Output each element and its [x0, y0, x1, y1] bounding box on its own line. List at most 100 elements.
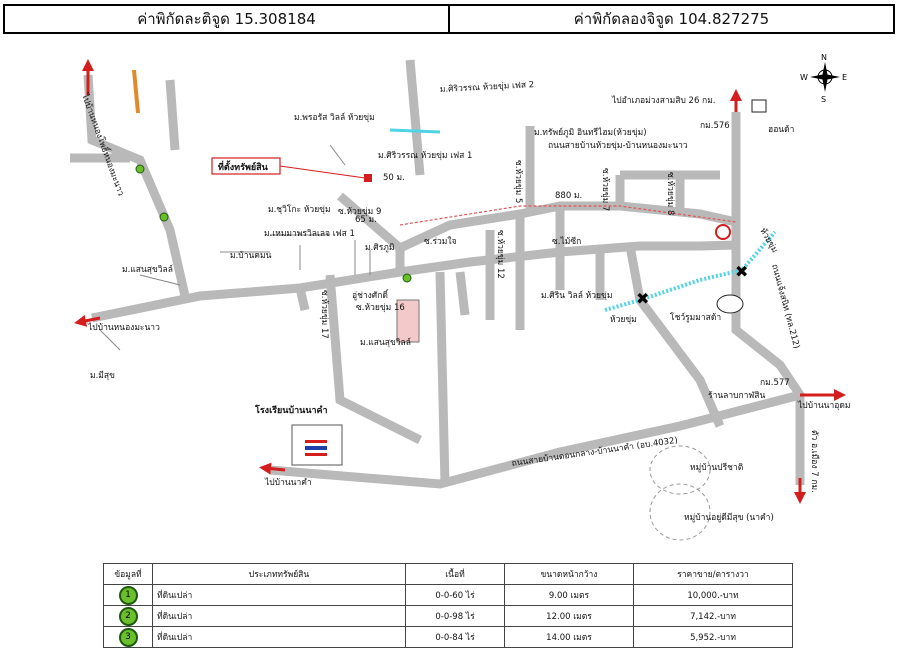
row-type: ที่ดินเปล่า: [152, 626, 406, 648]
soi-label: ซ.ห้วยขุ่ม 9: [338, 206, 381, 217]
orange-road: [132, 69, 140, 114]
road-highway-label: ถนนแจ้งสนิท (ทล.212): [769, 263, 802, 350]
soi-label: ซ.ห้วยขุ่ม 16: [356, 302, 405, 313]
header-no: ข้อมูลที่: [103, 563, 153, 585]
km577-label: กม.577: [760, 378, 790, 388]
distance-line: [399, 205, 737, 226]
village-2-label: หมู่บ้านอยู่ดีมีสุข (นาคำ): [684, 512, 774, 523]
to-city-label: ตัว อ.เมือง 7 กม.: [809, 430, 820, 493]
crossing-west-icon: ✖: [636, 289, 649, 308]
village-1-label: หมู่บ้านปรีชาติ: [690, 462, 743, 473]
area-label: ห้วยขุ่ม: [610, 314, 637, 325]
property-leader: [279, 165, 366, 179]
village-label: ม.แสนสุขวิลล์: [122, 264, 173, 275]
compass-n: N: [821, 53, 827, 62]
village-label: ม.ศิรภูมิ: [365, 243, 394, 253]
header-width: ขนาดหน้ากว้าง: [504, 563, 634, 585]
village-label: ม.ชุวิโกะ ห้วยขุ่ม: [268, 204, 331, 215]
row-number-badge: 1: [118, 585, 138, 605]
canal: [604, 230, 777, 312]
village-label: ม.ศิริน วิลล์ ห้วยขุ่ม: [541, 290, 612, 301]
row-number-badge: 2: [118, 606, 138, 626]
to-sam-sip-label: ไปอำเภอม่วงสามสิบ 26 กม.: [611, 95, 716, 106]
row-area: 0-0-98 ไร่: [405, 605, 505, 627]
row-no-cell: 2: [103, 605, 153, 627]
to-na-kham-label: ไปบ้านนาคำ: [264, 477, 312, 488]
header-type: ประเภททรัพย์สิน: [152, 563, 406, 585]
compass-w: W: [800, 73, 808, 82]
coordinates-bar: ค่าพิกัดละติจูด 15.308184 ค่าพิกัดลองจิจ…: [3, 4, 895, 34]
village-2-area: [649, 483, 711, 541]
to-na-un-label: ไปบ้านนาอุดม: [797, 400, 850, 411]
km576-label: กม.576: [700, 121, 730, 131]
table-row: 1 ที่ดินเปล่า 0-0-60 ไร่ 9.00 เมตร 10,00…: [103, 584, 793, 606]
honda-icon: [751, 99, 767, 113]
village-label: ม.พรอรัส วิลล์ ห้วยขุ่ม: [294, 112, 375, 123]
road-bottom-label: ถนนสายบ้านดอนกลาง-บ้านนาคำ (อบ.4032): [511, 435, 679, 469]
table-row: 2 ที่ดินเปล่า 0-0-98 ไร่ 12.00 เมตร 7,14…: [103, 605, 793, 627]
row-no-cell: 1: [103, 584, 153, 606]
row-price: 7,142.-บาท: [633, 605, 793, 627]
row-width: 14.00 เมตร: [504, 626, 634, 648]
village-label: ม.ศิริวรรณ ห้วยขุ่ม เฟส 1: [378, 150, 472, 161]
to-nong-manao-label: ไปบ้านหนองมะนาว: [87, 322, 160, 333]
property-label: ที่ตั้งทรัพย์สิน: [218, 160, 269, 173]
property-marker: [364, 174, 372, 182]
soi-label: ซ.ห้วยขุ่ม 17: [319, 290, 330, 339]
village-label: ม.บ้านคมน: [230, 250, 272, 261]
village-1-area: [649, 445, 711, 495]
badge-3: [159, 212, 169, 222]
property-table: ข้อมูลที่ ประเภททรัพย์สิน เนื้อที่ ขนาดห…: [103, 563, 793, 648]
village-label: ม.ศิริวรรณ ห้วยขุ่ม เฟส 2: [440, 79, 535, 95]
soi-label: ซ.ห้วยขุ่ม 8: [665, 172, 676, 215]
latitude-label: ค่าพิกัดละติจูด 15.308184: [137, 10, 316, 28]
dist-65-label: 65 ม.: [355, 215, 377, 225]
plot-pink: [396, 299, 420, 343]
compass-icon: N S E W: [800, 53, 847, 102]
location-map: ที่ตั้งทรัพย์สิน 50 ม. 65 ม. 880 ม. ✖ ✖ …: [70, 59, 850, 541]
badge-1: [402, 273, 412, 283]
table-row: 3 ที่ดินเปล่า 0-0-84 ไร่ 14.00 เมตร 5,95…: [103, 626, 793, 648]
header-price: ราคาขาย/ตารางวา: [633, 563, 793, 585]
dist-880-label: 880 ม.: [555, 191, 582, 201]
row-area: 0-0-60 ไร่: [405, 584, 505, 606]
soi-label: ซ.ห้วยขุ่ม 5: [513, 160, 524, 203]
soi-label: ซ.ห้วยขุ่ม 7: [600, 168, 611, 211]
dist-50-label: 50 ม.: [383, 173, 405, 183]
direction-arrows: [74, 59, 846, 504]
soi-label: ซ.ร่วมใจ: [424, 236, 457, 247]
soi-label: ซ.ไม้ซีก: [552, 236, 581, 247]
row-area: 0-0-84 ไร่: [405, 626, 505, 648]
canal-north: [389, 128, 441, 134]
row-price: 10,000.-บาท: [633, 584, 793, 606]
row-no-cell: 3: [103, 626, 153, 648]
mazda-icon: [716, 294, 744, 314]
mazda-label: โชว์รูมมาสด้า: [670, 312, 721, 323]
map-badges: [135, 164, 412, 283]
compass-s: S: [821, 95, 826, 102]
minor-streets: [99, 144, 371, 351]
road-main-label: ถนนสายบ้านห้วยขุ่ม-บ้านหนองมะนาว: [548, 140, 688, 151]
row-width: 12.00 เมตร: [504, 605, 634, 627]
road-network: [70, 59, 805, 489]
village-label: ม.เหมมาพรวิลเลจ เฟส 1: [264, 229, 355, 239]
poi-label: อู่ช่างศักดิ์: [352, 289, 389, 301]
to-nong-pho-label: ไปบ้านหนองโพธิ์หนองมะนาว: [79, 91, 128, 198]
row-width: 9.00 เมตร: [504, 584, 634, 606]
longitude-label: ค่าพิกัดลองจิจูด 104.827275: [448, 6, 893, 32]
crossing-east-icon: ✖: [735, 262, 748, 281]
compass-e: E: [842, 73, 847, 82]
honda-label: ฮอนด้า: [768, 124, 794, 135]
badge-2: [135, 164, 145, 174]
table-header-row: ข้อมูลที่ ประเภททรัพย์สิน เนื้อที่ ขนาดห…: [103, 563, 793, 585]
shop-label: ร้านลาบกาฬสิน: [708, 390, 765, 401]
header-area: เนื้อที่: [405, 563, 505, 585]
village-label: ม.ทรัพย์ภูมิ อินทรีไฮม(ห้วยขุ่ม): [534, 127, 647, 138]
row-number-badge: 3: [118, 627, 138, 647]
row-type: ที่ดินเปล่า: [152, 605, 406, 627]
row-price: 5,952.-บาท: [633, 626, 793, 648]
row-type: ที่ดินเปล่า: [152, 584, 406, 606]
fuel-station-icon: [715, 224, 731, 240]
village-label: ม.แสนสุขวิลล์: [360, 337, 411, 348]
village-label: ม.มีสุข: [90, 370, 115, 381]
